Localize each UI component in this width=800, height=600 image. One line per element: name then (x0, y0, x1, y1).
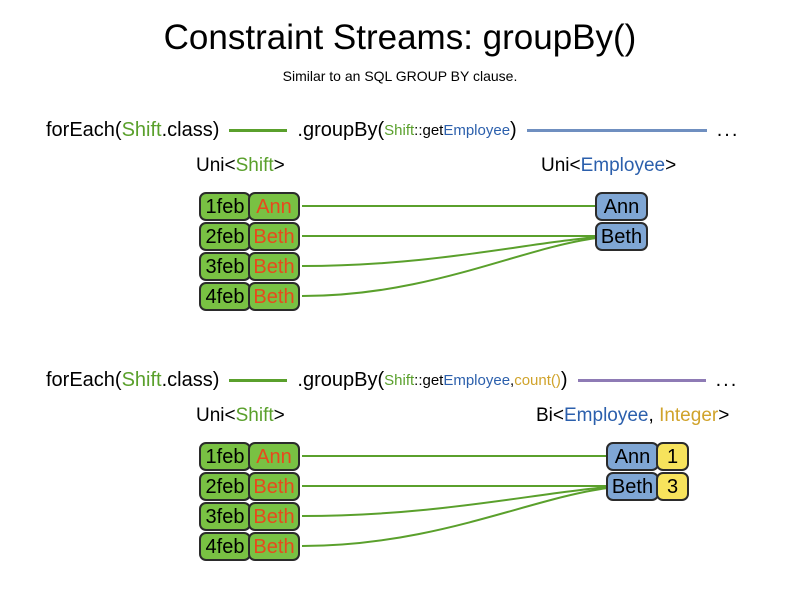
link2-shift3-beth (301, 486, 609, 517)
type-label-suffix: > (273, 405, 285, 426)
group-count: 1 (656, 442, 689, 471)
shift-date: 1feb (199, 442, 251, 471)
connector-foreach-to-groupby (229, 128, 288, 132)
shift-date: 4feb (199, 282, 251, 311)
token-foreach-close: .class) (161, 368, 220, 391)
shift-row[interactable]: 3feb Beth (199, 252, 300, 281)
connector-groupby-to-next (577, 378, 706, 382)
token-groupby-close: ) (560, 368, 568, 391)
group-count: 3 (656, 472, 689, 501)
shift-employee: Ann (248, 192, 300, 221)
connector-foreach-to-groupby (229, 378, 288, 382)
shift-row[interactable]: 2feb Beth (199, 472, 300, 501)
token-mapper-type: Shift (384, 121, 415, 139)
shift-date: 3feb (199, 252, 251, 281)
type-label-type: Employee (564, 405, 649, 426)
type-label-right-uni-employee: Uni<Employee> (541, 155, 676, 177)
type-label-left-uni-shift: Uni<Shift> (196, 405, 285, 427)
type-label-prefix: Uni< (196, 405, 236, 426)
shift-employee: Beth (248, 472, 300, 501)
token-foreach-close: .class) (161, 118, 220, 141)
page-title: Constraint Streams: groupBy() (163, 18, 637, 57)
link-shift4-beth (301, 237, 598, 297)
shift-row[interactable]: 2feb Beth (199, 222, 300, 251)
token-foreach-open: forEach( (46, 118, 122, 141)
type-label-separator: , (648, 405, 660, 426)
type-label-type: Shift (235, 155, 274, 176)
shift-date: 4feb (199, 532, 251, 561)
shift-row[interactable]: 1feb Ann (199, 192, 300, 221)
type-label-type2: Integer (659, 405, 719, 426)
shift-employee: Beth (248, 222, 300, 251)
type-label-left-uni-shift: Uni<Shift> (196, 155, 285, 177)
token-foreach-type: Shift (121, 118, 162, 141)
token-groupby-close: ) (510, 118, 517, 141)
group-row[interactable]: Ann 1 (606, 442, 689, 471)
shift-date: 2feb (199, 222, 251, 251)
code-line-groupby-count: forEach(Shift.class) .groupBy(Shift::get… (46, 366, 766, 394)
shift-date: 2feb (199, 472, 251, 501)
group-employee: Beth (595, 222, 648, 251)
shift-date: 1feb (199, 192, 251, 221)
shift-employee: Beth (248, 252, 300, 281)
token-foreach-open: forEach( (46, 368, 122, 391)
shift-employee: Beth (248, 502, 300, 531)
shift-employee: Ann (248, 442, 300, 471)
shift-row[interactable]: 4feb Beth (199, 532, 300, 561)
shift-row[interactable]: 3feb Beth (199, 502, 300, 531)
group-row[interactable]: Beth 3 (606, 472, 689, 501)
connector-groupby-to-next (526, 128, 707, 132)
group-employee: Ann (595, 192, 648, 221)
type-label-prefix: Uni< (196, 155, 236, 176)
type-label-type: Shift (235, 405, 274, 426)
token-mapper-sep: ::get (414, 121, 444, 139)
group-row[interactable]: Beth (595, 222, 648, 251)
type-label-prefix: Bi< (536, 405, 564, 426)
token-groupby-open: .groupBy( (297, 368, 385, 391)
token-ellipsis: ... (715, 368, 739, 391)
token-collector-count: count() (514, 371, 561, 389)
page-subtitle: Similar to an SQL GROUP BY clause. (282, 68, 518, 84)
type-label-suffix: > (273, 155, 285, 176)
link2-shift4-beth (301, 487, 609, 547)
shift-employee: Beth (248, 282, 300, 311)
link-shift3-beth (301, 236, 598, 267)
group-employee: Ann (606, 442, 659, 471)
type-label-right-bi-employee-integer: Bi<Employee, Integer> (536, 405, 729, 427)
shift-employee: Beth (248, 532, 300, 561)
token-ellipsis: ... (716, 118, 740, 141)
token-mapper-prop: Employee (443, 121, 511, 139)
token-arg-separator: , (510, 371, 515, 389)
type-label-suffix: > (718, 405, 730, 426)
type-label-prefix: Uni< (541, 155, 581, 176)
token-mapper-prop: Employee (443, 371, 511, 389)
token-mapper-sep: ::get (414, 371, 444, 389)
group-row[interactable]: Ann (595, 192, 648, 221)
shift-row[interactable]: 4feb Beth (199, 282, 300, 311)
token-foreach-type: Shift (121, 368, 162, 391)
token-groupby-open: .groupBy( (297, 118, 385, 141)
type-label-type: Employee (580, 155, 666, 176)
group-employee: Beth (606, 472, 659, 501)
shift-date: 3feb (199, 502, 251, 531)
token-mapper-type: Shift (384, 371, 415, 389)
shift-row[interactable]: 1feb Ann (199, 442, 300, 471)
code-line-groupby-single: forEach(Shift.class) .groupBy(Shift::get… (46, 116, 766, 144)
type-label-suffix: > (665, 155, 677, 176)
